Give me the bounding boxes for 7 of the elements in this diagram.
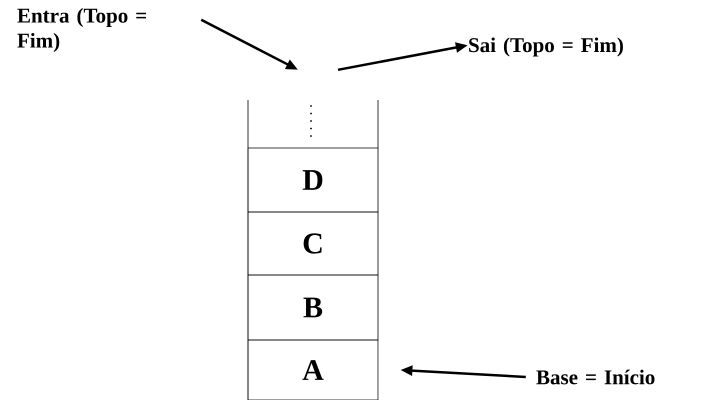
- text-label: Entra (Topo = Fim): [17, 8, 146, 52]
- stack-cell: B: [248, 274, 378, 340]
- stack-cell: C: [248, 212, 378, 276]
- stack-cell: A: [248, 340, 378, 400]
- text-label: Sai (Topo = Fim): [469, 37, 623, 57]
- text-label: Base = Início: [536, 370, 654, 384]
- stack-cell: D: [248, 148, 378, 212]
